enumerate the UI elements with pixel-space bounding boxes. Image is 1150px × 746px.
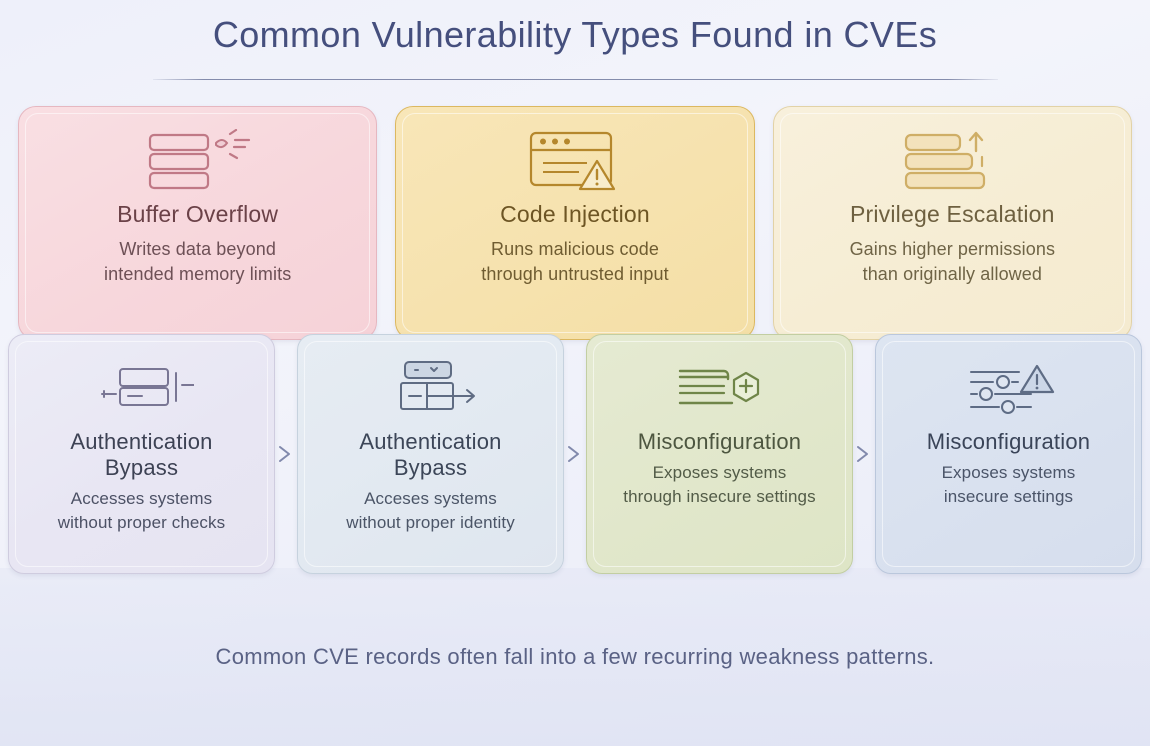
card-title-line-1: Authentication <box>70 429 213 455</box>
page-title: Common Vulnerability Types Found in CVEs <box>212 14 938 55</box>
misconfiguration-sliders-warning-icon <box>957 353 1061 425</box>
connector-arrow-2 <box>564 340 586 568</box>
card-description: Writes data beyond intended memory limit… <box>104 237 291 288</box>
card-description-line-1: Writes data beyond <box>119 238 276 259</box>
card-description-line-1: Gains higher permissions <box>849 238 1056 259</box>
card-title: Privilege Escalation <box>850 201 1055 228</box>
card-misconfiguration-sliders[interactable]: Misconfiguration Exposes systems insecur… <box>875 334 1142 575</box>
misconfiguration-hex-plus-icon <box>670 353 770 425</box>
card-description-line-1: Accesses systems <box>70 489 213 509</box>
code-injection-warning-icon <box>523 125 627 197</box>
card-title: Authentication Bypass <box>359 429 501 481</box>
privilege-escalation-arrow-icon <box>900 125 1004 197</box>
card-title: Misconfiguration <box>638 429 801 455</box>
vulnerability-row-bottom: Authentication Bypass Accesses systems w… <box>0 320 1150 575</box>
card-misconfiguration-insecure-settings[interactable]: Misconfiguration Exposes systems through… <box>586 334 853 575</box>
card-description-line-2: without proper identity <box>346 513 515 533</box>
card-description: Runs malicious code through untrusted in… <box>481 237 668 288</box>
card-title-line-1: Authentication <box>359 429 502 455</box>
auth-bypass-bars-icon <box>90 353 194 425</box>
card-description-line-2: without proper checks <box>57 513 226 533</box>
card-description-line-1: Exposes systems <box>652 463 787 483</box>
card-description-line-2: through insecure settings <box>623 487 816 507</box>
card-description-line-2: than originally allowed <box>862 264 1043 285</box>
card-description: Exposes systems insecure settings <box>942 461 1076 509</box>
card-description-line-1: Exposes systems <box>941 463 1076 483</box>
card-title-line-2: Bypass <box>393 455 468 481</box>
card-description-line-1: Runs malicious code <box>490 238 659 259</box>
card-title-text: Privilege Escalation <box>849 201 1055 228</box>
card-description-line-2: insecure settings <box>943 487 1074 507</box>
card-title-line-2: Bypass <box>104 455 179 481</box>
card-authentication-bypass-identity[interactable]: Authentication Bypass Acceses systems wi… <box>297 334 564 575</box>
vulnerability-row-top: Buffer Overflow Writes data beyond inten… <box>0 80 1150 341</box>
footer-caption: Common CVE records often fall into a few… <box>215 644 935 670</box>
card-title-text: Buffer Overflow <box>117 201 279 228</box>
card-authentication-bypass-checks[interactable]: Authentication Bypass Accesses systems w… <box>8 334 275 575</box>
buffer-overflow-icon <box>144 125 252 197</box>
title-divider <box>152 79 998 81</box>
card-title-text: Code Injection <box>500 201 650 228</box>
card-title: Misconfiguration <box>927 429 1090 455</box>
footer: Common CVE records often fall into a few… <box>0 568 1150 746</box>
card-title-line-1: Misconfiguration <box>637 429 802 455</box>
card-title-line-1: Misconfiguration <box>926 429 1091 455</box>
card-buffer-overflow[interactable]: Buffer Overflow Writes data beyond inten… <box>18 106 378 341</box>
card-description-line-1: Acceses systems <box>364 489 497 509</box>
card-title: Buffer Overflow <box>117 201 278 228</box>
header: Common Vulnerability Types Found in CVEs <box>0 0 1150 81</box>
card-description-line-2: through untrusted input <box>481 264 669 285</box>
card-description: Gains higher permissions than originally… <box>850 237 1056 288</box>
card-description-line-2: intended memory limits <box>104 264 292 285</box>
card-title: Code Injection <box>500 201 650 228</box>
auth-bypass-exit-arrow-icon <box>379 353 483 425</box>
card-title: Authentication Bypass <box>70 429 212 481</box>
card-code-injection[interactable]: Code Injection Runs malicious code throu… <box>395 106 755 341</box>
card-privilege-escalation[interactable]: Privilege Escalation Gains higher permis… <box>772 106 1132 341</box>
connector-arrow-1 <box>275 340 297 568</box>
card-description: Exposes systems through insecure setting… <box>623 461 815 509</box>
card-description: Acceses systems without proper identity <box>346 487 515 535</box>
connector-arrow-3 <box>853 340 875 568</box>
card-description: Accesses systems without proper checks <box>58 487 225 535</box>
